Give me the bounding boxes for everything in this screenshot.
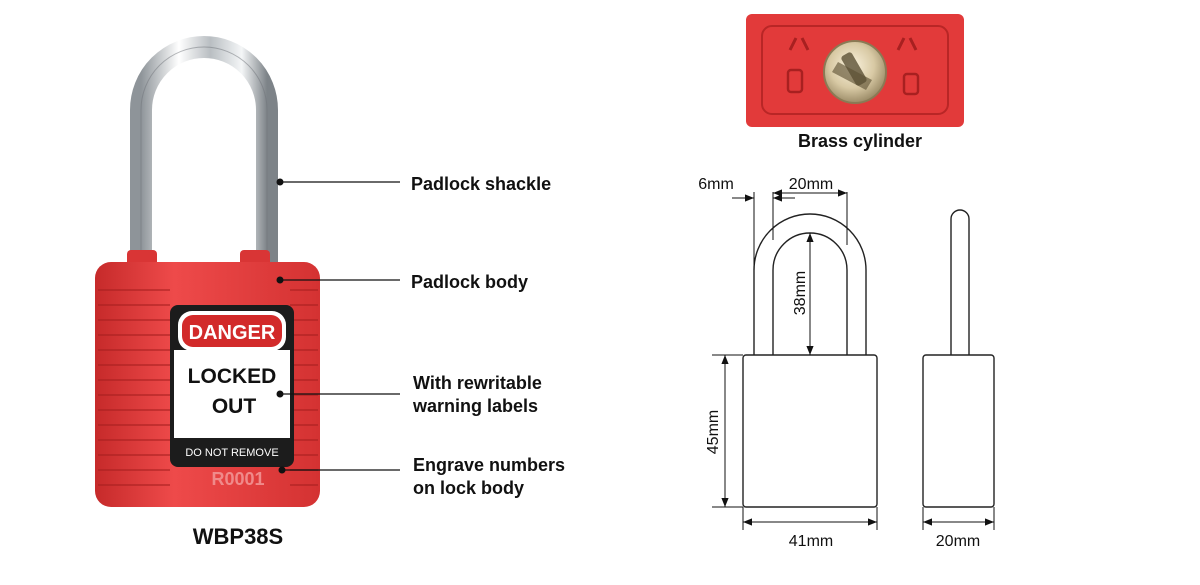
dimension-lines (712, 189, 995, 530)
callout-body: Padlock body (411, 272, 528, 292)
callout-engrave-line1: Engrave numbers (413, 455, 565, 475)
dim-body-height: 45mm (705, 410, 722, 454)
dim-body-width: 41mm (789, 533, 833, 550)
tag-out-text: OUT (212, 395, 257, 418)
side-view-drawing (922, 209, 995, 508)
locked-icon (786, 68, 804, 94)
cylinder-caption: Brass cylinder (798, 131, 922, 151)
padlock-shackle (130, 36, 278, 268)
dim-shackle-inner-width: 20mm (789, 176, 833, 193)
callout-shackle: Padlock shackle (411, 174, 551, 194)
callout-lines (280, 181, 400, 471)
warning-label: DANGER LOCKED OUT DO NOT REMOVE (170, 305, 294, 467)
callout-labels-line1: With rewritable (413, 373, 542, 393)
unlocked-icon (902, 72, 920, 96)
callout-dots (276, 178, 286, 474)
engraved-number: R0001 (211, 469, 264, 489)
tag-locked-text: LOCKED (188, 365, 277, 388)
tag-do-not-remove-text: DO NOT REMOVE (185, 447, 278, 459)
cylinder-photo (746, 14, 964, 127)
padlock-illustration: DANGER LOCKED OUT DO NOT REMOVE R0001 (95, 36, 320, 507)
dim-shackle-clearance: 38mm (792, 271, 809, 315)
callout-engrave-line2: on lock body (413, 478, 524, 498)
dim-body-thickness: 20mm (936, 533, 980, 550)
dim-shackle-diameter: 6mm (698, 176, 734, 193)
tag-danger-text: DANGER (189, 322, 276, 344)
model-name: WBP38S (193, 524, 283, 549)
body-ribs (98, 289, 318, 486)
callout-labels-line2: warning labels (412, 396, 538, 416)
